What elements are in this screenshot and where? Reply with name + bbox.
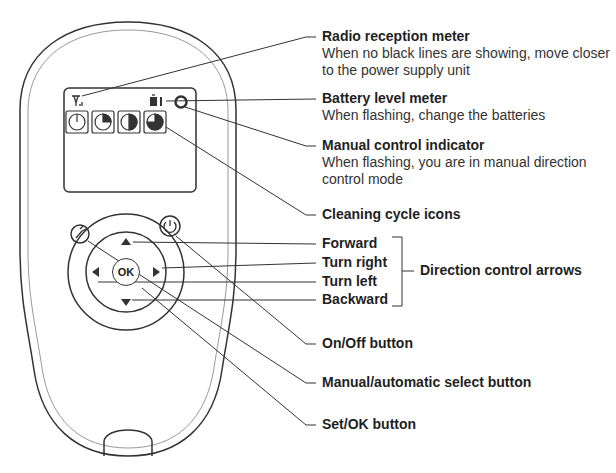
remote-inner-outline [28,30,228,448]
callout-title: On/Off button [322,335,614,352]
radio-icon [72,96,80,106]
lanyard-loop [104,430,152,456]
callout-title: Manual control indicator [322,137,614,154]
button-text: OK [118,266,135,278]
arrow-label: Forward [322,235,398,252]
callout-title: Cleaning cycle icons [322,206,614,223]
arrow-label: Turn left [322,273,398,290]
bracket [392,237,402,306]
callout-title: Set/OK button [322,416,614,433]
remote-housing [20,22,236,456]
callout-title: Manual/automatic select button [322,374,614,391]
callout-title: Radio reception meter [322,28,614,45]
direction-arrows [92,238,160,306]
on-off-button [160,216,180,236]
callout-note: When no black lines are showing, move cl… [322,45,614,79]
cleaning-cycle-icons [66,111,166,133]
manual-indicator-icon [176,97,187,108]
callout-note: When flashing, change the batteries [322,107,614,124]
battery-icon [150,95,162,106]
control-dial [68,214,184,330]
arrow-label: Turn right [322,254,398,271]
callout-note: When flashing, you are in manual directi… [322,154,614,188]
arrow-label: Backward [322,291,398,308]
group-label: Direction control arrows [420,262,612,279]
callout-title: Battery level meter [322,90,614,107]
display-screen [64,88,196,192]
ok-button: OK [112,258,140,286]
manual-auto-button [71,225,89,243]
